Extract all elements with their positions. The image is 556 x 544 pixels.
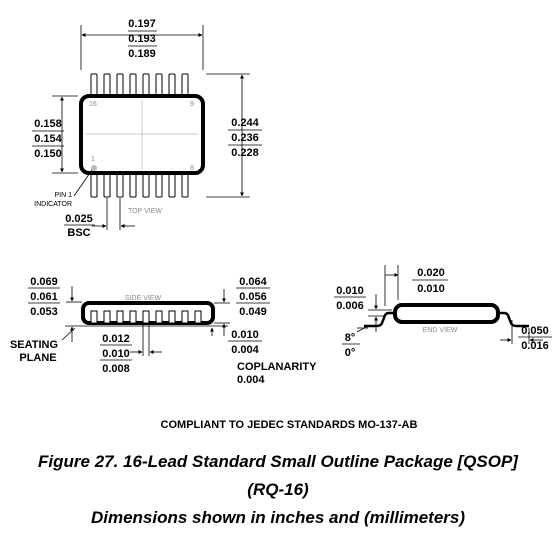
- pin1-indicator-line1: PIN 1: [54, 192, 72, 199]
- span-height-nom: 0.236: [231, 132, 259, 144]
- side-body-height-min: 0.049: [239, 306, 267, 318]
- lead-width-nom: 0.010: [102, 348, 130, 360]
- bottom-leads: [90, 172, 189, 198]
- pin-label-16: 16: [89, 101, 97, 108]
- seating-plane-line1: SEATING: [10, 339, 58, 351]
- top-view: [32, 25, 262, 230]
- span-height-max: 0.244: [231, 117, 259, 129]
- top-width-nom: 0.193: [128, 33, 156, 45]
- side-view-leads: [90, 310, 202, 324]
- end-view-left-lead: [364, 311, 395, 328]
- standoff-max: 0.010: [231, 329, 259, 341]
- pitch-note: BSC: [67, 227, 90, 239]
- lead-width-min: 0.008: [102, 363, 130, 375]
- figure-caption-package: (RQ-16): [247, 480, 309, 499]
- top-width-max: 0.197: [128, 18, 156, 30]
- pin-label-1: 1: [91, 156, 95, 163]
- top-span-max: 0.020: [417, 267, 445, 279]
- side-body-height-nom: 0.056: [239, 291, 267, 303]
- angle-min: 0°: [345, 347, 356, 359]
- figure-caption-title: Figure 27. 16-Lead Standard Small Outlin…: [38, 452, 518, 471]
- package-outline-drawing: 0.197 0.193 0.189 0.158 0.154 0.150 0.24…: [10, 18, 552, 430]
- body-height-max: 0.158: [34, 118, 62, 130]
- lead-thickness-max: 0.010: [336, 285, 364, 297]
- side-view-label: SIDE VIEW: [125, 295, 162, 302]
- seating-plane-line2: PLANE: [19, 352, 56, 364]
- pin1-indicator-line2: INDICATOR: [34, 201, 72, 208]
- compliance-note: COMPLIANT TO JEDEC STANDARDS MO-137-AB: [161, 419, 418, 430]
- span-height-min: 0.228: [231, 147, 259, 159]
- pin-label-8: 8: [190, 165, 194, 172]
- top-view-label: TOP VIEW: [128, 208, 162, 215]
- foot-length-min: 0.016: [521, 340, 549, 352]
- pitch-value: 0.025: [65, 213, 93, 225]
- lead-thickness-min: 0.006: [336, 300, 364, 312]
- coplanarity-label: COPLANARITY: [237, 361, 317, 373]
- side-height-max: 0.069: [30, 276, 58, 288]
- end-view-right-lead: [498, 311, 529, 328]
- top-width-min: 0.189: [128, 48, 156, 60]
- foot-length-max: 0.050: [521, 325, 549, 337]
- side-body-height-max: 0.064: [239, 276, 267, 288]
- standoff-min: 0.004: [231, 344, 259, 356]
- top-leads: [90, 73, 189, 98]
- side-height-nom: 0.061: [30, 291, 58, 303]
- pin1-dot: [91, 165, 97, 171]
- coplanarity-value: 0.004: [237, 374, 265, 386]
- lead-width-max: 0.012: [102, 333, 130, 345]
- angle-max: 8°: [345, 332, 356, 344]
- end-view: [334, 265, 552, 345]
- body-height-min: 0.150: [34, 148, 62, 160]
- end-view-label: END VIEW: [423, 327, 458, 334]
- end-view-body: [393, 303, 500, 324]
- side-view: [28, 286, 270, 361]
- figure-caption-units: Dimensions shown in inches and (millimet…: [90, 508, 466, 527]
- body-height-nom: 0.154: [34, 133, 62, 145]
- top-span-min: 0.010: [417, 283, 445, 295]
- pin-label-9: 9: [190, 101, 194, 108]
- side-height-min: 0.053: [30, 306, 58, 318]
